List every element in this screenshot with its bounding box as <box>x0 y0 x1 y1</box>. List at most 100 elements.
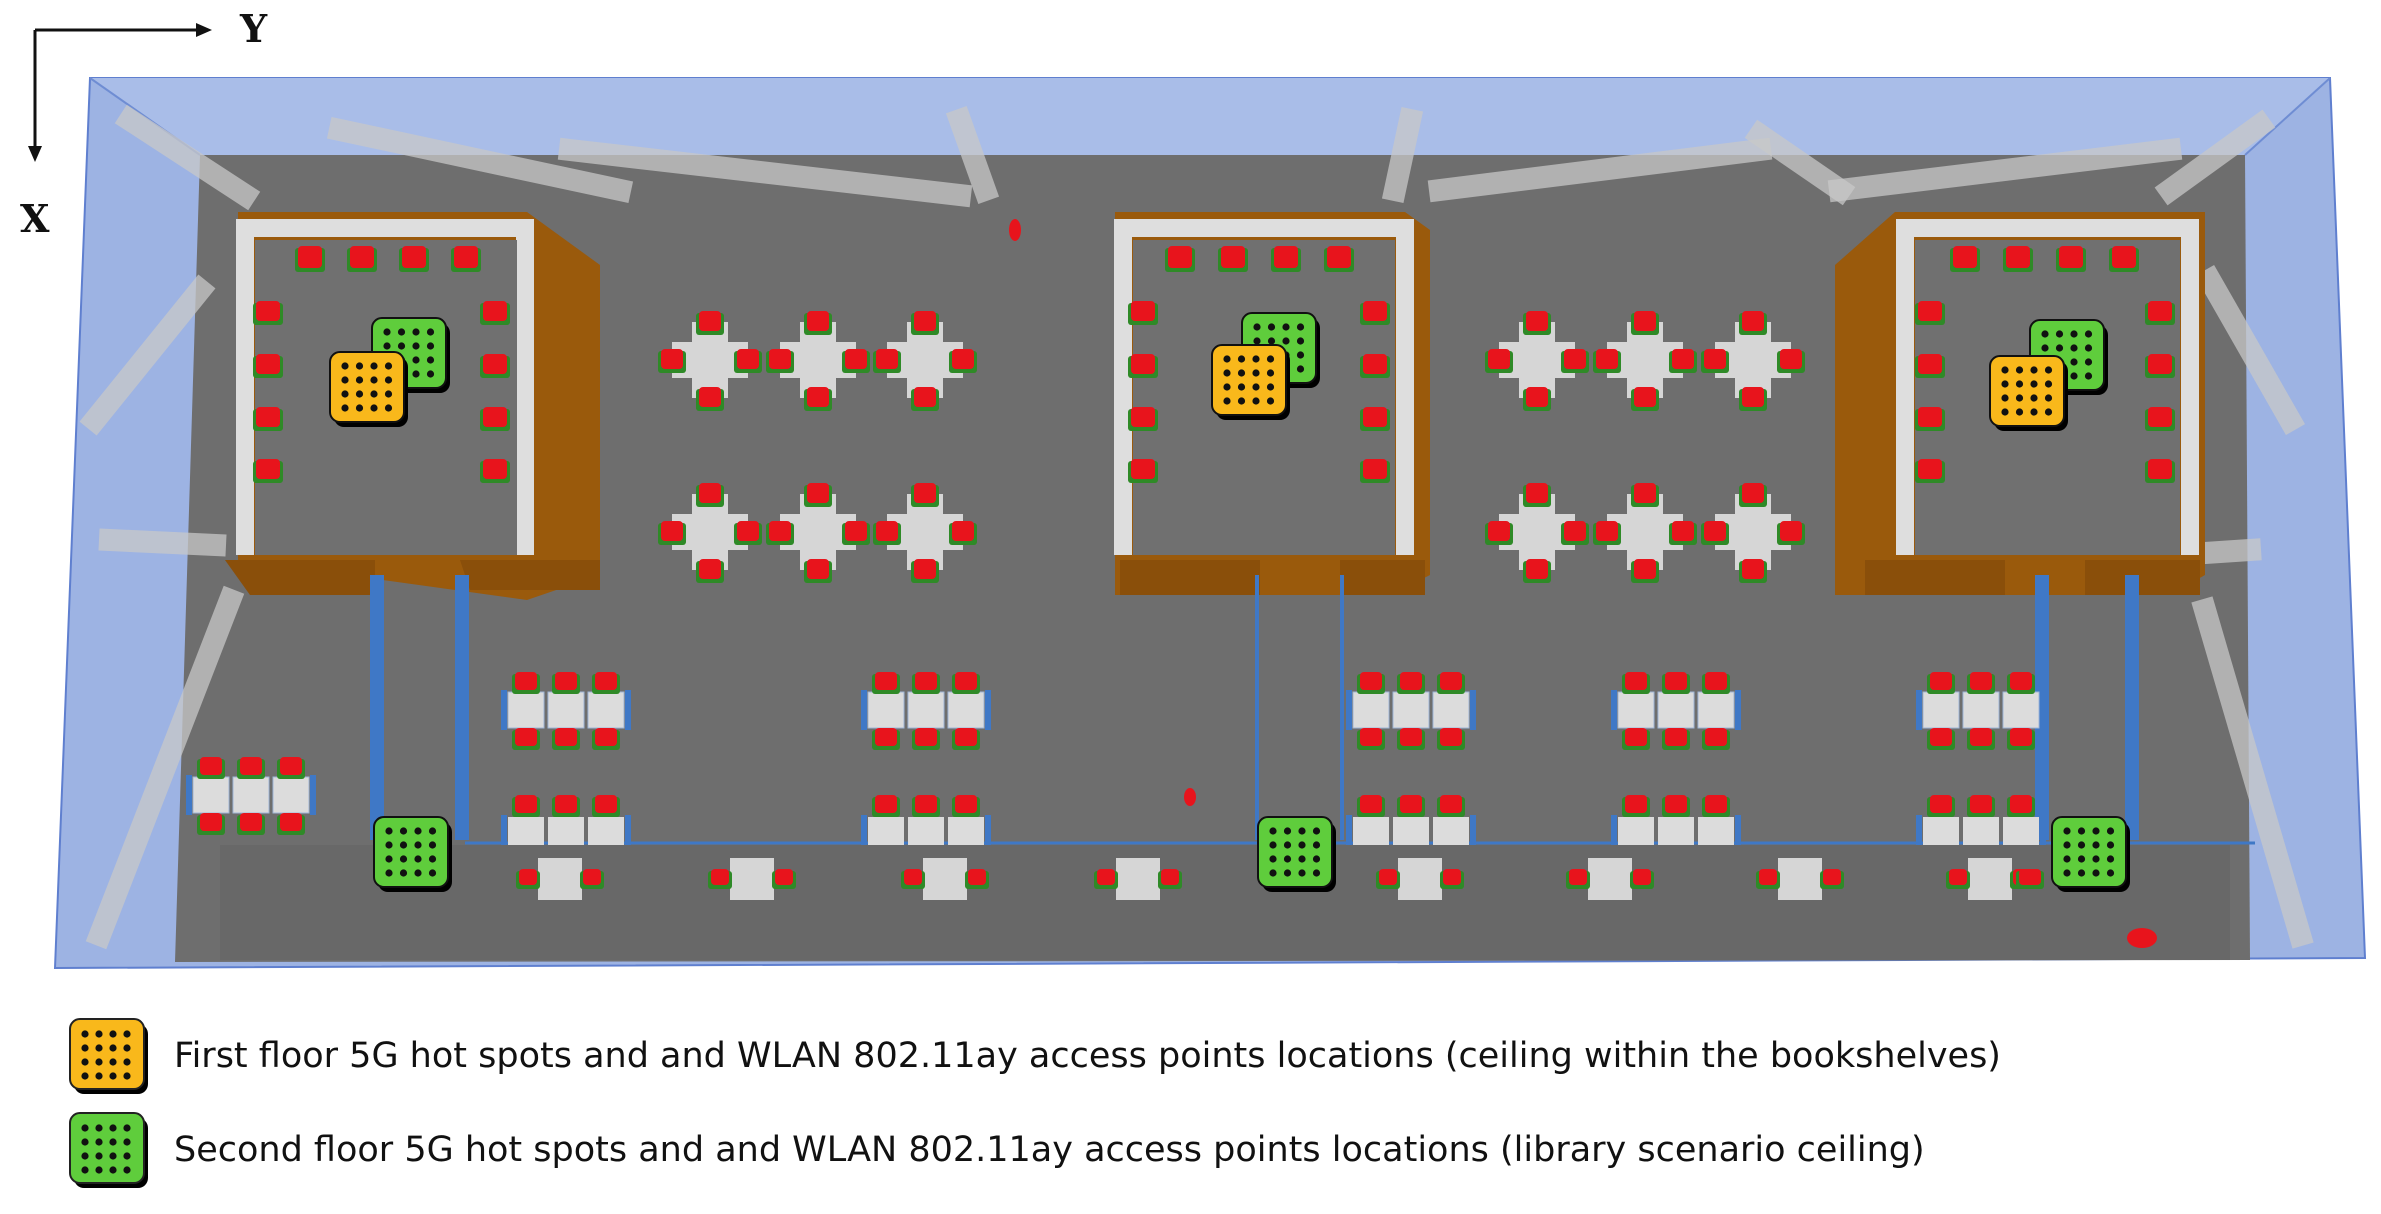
chair <box>1485 521 1513 545</box>
library-floor-plan: Y X <box>20 6 2367 970</box>
chair <box>2145 407 2175 431</box>
chair <box>512 672 540 694</box>
chair <box>1739 559 1767 583</box>
chair <box>480 407 510 431</box>
access-points <box>329 312 2130 892</box>
desk-block <box>501 672 631 750</box>
chair <box>399 246 429 272</box>
chair <box>1397 728 1425 750</box>
chair <box>766 521 794 545</box>
small-table <box>1756 858 1844 900</box>
chair <box>1271 246 1301 272</box>
chair <box>552 672 580 694</box>
chair <box>1485 349 1513 373</box>
chair <box>1631 559 1659 583</box>
small-table <box>1376 858 1464 900</box>
cross-table <box>1485 483 1589 583</box>
chair <box>2145 354 2175 378</box>
small-table <box>516 858 604 900</box>
chair <box>1360 354 1390 378</box>
chair <box>911 387 939 411</box>
chair <box>804 311 832 335</box>
chair <box>1360 301 1390 325</box>
chair <box>696 311 724 335</box>
chair <box>872 728 900 750</box>
chair <box>592 672 620 694</box>
chair <box>2016 869 2044 889</box>
cross-tables <box>658 311 1805 583</box>
desk-block <box>1346 672 1476 750</box>
chair <box>1915 354 1945 378</box>
chair <box>1523 387 1551 411</box>
chair <box>872 795 900 817</box>
cross-table <box>658 483 762 583</box>
chair <box>253 459 283 483</box>
orange-access-point-icon <box>1211 344 1290 420</box>
chair <box>1218 246 1248 272</box>
corridor-walls <box>370 575 2139 840</box>
chair <box>912 795 940 817</box>
desk-block <box>1611 795 1741 845</box>
chair <box>696 483 724 507</box>
chair <box>1662 795 1690 817</box>
chair <box>1561 521 1589 545</box>
chair <box>734 349 762 373</box>
orange-access-point-icon <box>1989 355 2068 431</box>
chair <box>1357 728 1385 750</box>
cross-table <box>873 483 977 583</box>
chair <box>911 311 939 335</box>
desk-block <box>1346 795 1476 845</box>
chair <box>804 483 832 507</box>
chair <box>253 301 283 325</box>
chair <box>592 728 620 750</box>
chair <box>1357 795 1385 817</box>
chair <box>1397 672 1425 694</box>
chair <box>873 521 901 545</box>
chair <box>1739 387 1767 411</box>
small-table <box>1566 858 1654 900</box>
chair <box>1437 672 1465 694</box>
orange-access-point-icon <box>69 1018 148 1094</box>
chair <box>516 869 540 889</box>
chair <box>592 795 620 817</box>
chair <box>1437 795 1465 817</box>
desk-rows <box>186 672 2046 845</box>
chair <box>552 728 580 750</box>
chair <box>1662 672 1690 694</box>
chair <box>1915 301 1945 325</box>
chair <box>1756 869 1780 889</box>
chair <box>1669 349 1697 373</box>
cross-table <box>766 311 870 411</box>
chair <box>1622 672 1650 694</box>
chair <box>1915 459 1945 483</box>
shelf-chairs <box>253 246 2175 483</box>
axis-indicator: Y X <box>20 6 268 241</box>
chair <box>1376 869 1400 889</box>
chair <box>347 246 377 272</box>
chair <box>901 869 925 889</box>
chair <box>480 301 510 325</box>
chair <box>1946 869 1970 889</box>
desk-block <box>861 672 991 750</box>
chair <box>480 459 510 483</box>
chair <box>2109 246 2139 272</box>
chair <box>277 813 305 835</box>
chair <box>1915 407 1945 431</box>
chair <box>253 407 283 431</box>
chair <box>1702 728 1730 750</box>
chair <box>696 387 724 411</box>
chair <box>949 521 977 545</box>
chair <box>1967 728 1995 750</box>
chair <box>1128 459 1158 483</box>
desk-block <box>501 795 631 845</box>
green-access-point-icon <box>373 816 452 892</box>
cross-table <box>873 311 977 411</box>
chair <box>1967 672 1995 694</box>
chair <box>842 349 870 373</box>
cross-table <box>1485 311 1589 411</box>
chair <box>512 728 540 750</box>
chair <box>1669 521 1697 545</box>
legend-second-floor-label: Second floor 5G hot spots and and WLAN 8… <box>174 1130 1925 1170</box>
cross-table <box>766 483 870 583</box>
chair <box>1927 672 1955 694</box>
